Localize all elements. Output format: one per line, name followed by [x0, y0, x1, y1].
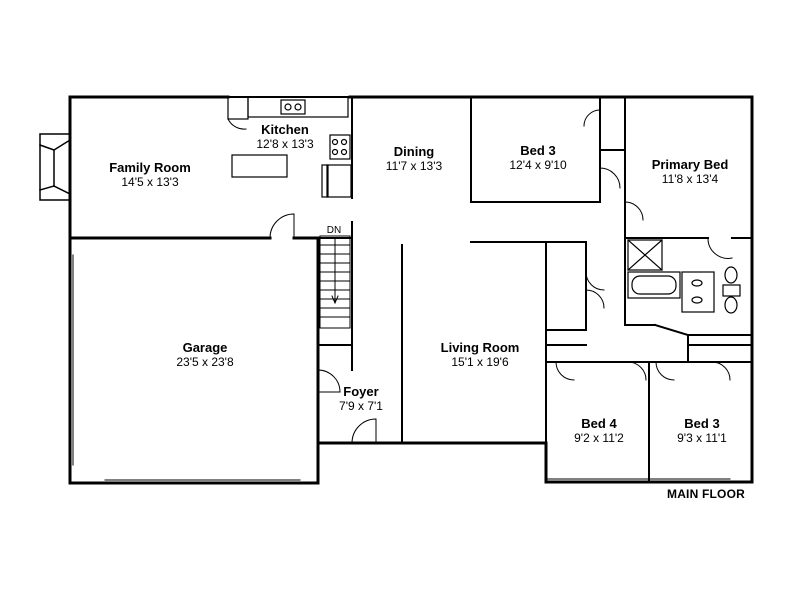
room-name: Bed 3	[520, 143, 556, 158]
room-name: Bed 3	[684, 416, 720, 431]
stair-down-label: DN	[327, 225, 341, 236]
room-label-living-room: Living Room 15'1 x 19'6	[425, 340, 535, 370]
doors	[227, 109, 733, 444]
room-name: Family Room	[109, 160, 191, 175]
room-label-kitchen: Kitchen 12'8 x 13'3	[245, 122, 325, 152]
room-name: Garage	[182, 340, 228, 355]
room-label-bed-4: Bed 4 9'2 x 11'2	[559, 416, 639, 446]
room-dims: 9'2 x 11'2	[574, 430, 624, 445]
fireplace	[39, 133, 72, 201]
room-label-bed-3-top: Bed 3 12'4 x 9'10	[493, 143, 583, 173]
room-label-foyer: Foyer 7'9 x 7'1	[326, 384, 396, 414]
room-dims: 7'9 x 7'1	[339, 398, 383, 413]
room-name: Living Room	[440, 340, 520, 355]
room-name: Dining	[393, 144, 435, 159]
room-dims: 11'7 x 13'3	[385, 158, 443, 173]
room-dims: 15'1 x 19'6	[451, 354, 509, 369]
room-dims: 12'4 x 9'10	[509, 157, 567, 172]
room-label-dining: Dining 11'7 x 13'3	[369, 144, 459, 174]
stairs	[319, 235, 351, 329]
room-name: Bed 4	[581, 416, 617, 431]
room-dims: 23'5 x 23'8	[176, 354, 234, 369]
plan-title: MAIN FLOOR	[667, 487, 745, 501]
room-label-bed-3-bottom: Bed 3 9'3 x 11'1	[662, 416, 742, 446]
room-name: Foyer	[343, 384, 379, 399]
room-label-family-room: Family Room 14'5 x 13'3	[90, 160, 210, 190]
room-name: Kitchen	[261, 122, 309, 137]
room-label-primary-bed: Primary Bed 11'8 x 13'4	[640, 157, 740, 187]
kitchen-fixtures	[227, 96, 352, 198]
bath-fixtures	[627, 239, 741, 314]
room-dims: 11'8 x 13'4	[661, 171, 719, 186]
room-dims: 14'5 x 13'3	[121, 174, 179, 189]
window-marks	[72, 254, 731, 481]
room-dims: 12'8 x 13'3	[256, 136, 314, 151]
room-label-garage: Garage 23'5 x 23'8	[150, 340, 260, 370]
room-name: Primary Bed	[651, 157, 729, 172]
interior-walls	[68, 96, 753, 485]
room-dims: 9'3 x 11'1	[677, 430, 727, 445]
